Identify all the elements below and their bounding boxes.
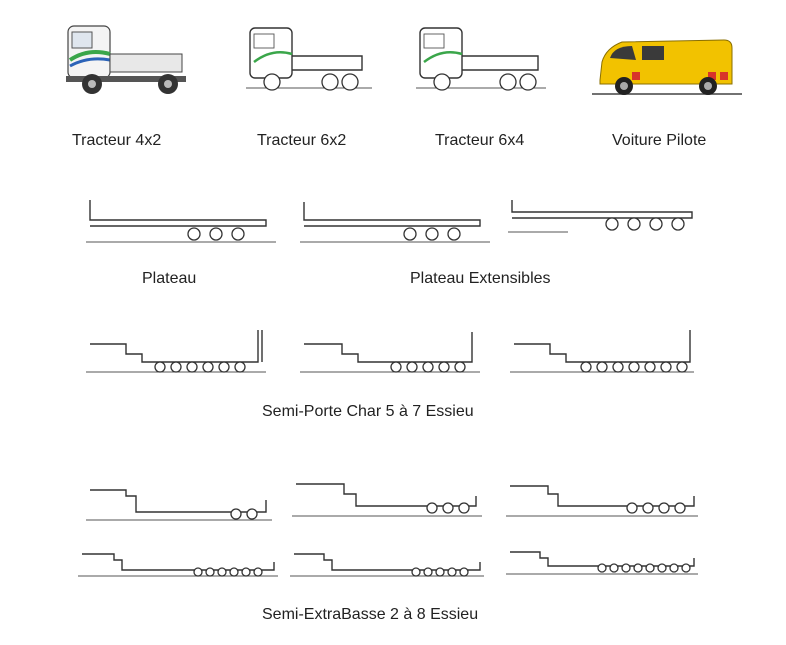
semi-porte-char-trailer-1 — [86, 330, 266, 373]
plateau-trailer-illustration — [86, 200, 276, 243]
semi-porte-char-trailer-2 — [300, 332, 480, 373]
semi-extrabasse-trailer-3 — [506, 485, 698, 517]
label-tracteur-6x4: Tracteur 6x4 — [435, 132, 525, 149]
label-tracteur-6x2: Tracteur 6x2 — [257, 132, 347, 149]
semi-extrabasse-trailer-6 — [506, 551, 698, 575]
semi-extrabasse-trailer-5 — [290, 553, 484, 577]
plateau-extensible-trailer-2 — [508, 200, 693, 233]
label-plateau-extensibles: Plateau Extensibles — [410, 270, 551, 287]
tracteur-4x2-illustration — [66, 25, 186, 94]
label-semi-porte-char: Semi-Porte Char 5 à 7 Essieu — [262, 403, 474, 420]
semi-extrabasse-trailer-4 — [78, 553, 278, 577]
tracteur-6x4-illustration — [416, 27, 546, 91]
label-semi-extrabasse: Semi-ExtraBasse 2 à 8 Essieu — [262, 606, 479, 623]
plateau-extensible-trailer-1 — [300, 202, 490, 243]
semi-extrabasse-trailer-1 — [86, 489, 272, 521]
label-voiture-pilote: Voiture Pilote — [612, 132, 707, 149]
semi-extrabasse-trailer-2 — [292, 483, 482, 517]
tracteur-6x2-illustration — [246, 27, 372, 91]
voiture-pilote-illustration — [592, 39, 742, 95]
semi-porte-char-trailer-3 — [510, 330, 694, 373]
label-tracteur-4x2: Tracteur 4x2 — [72, 132, 162, 149]
label-plateau: Plateau — [142, 270, 197, 287]
